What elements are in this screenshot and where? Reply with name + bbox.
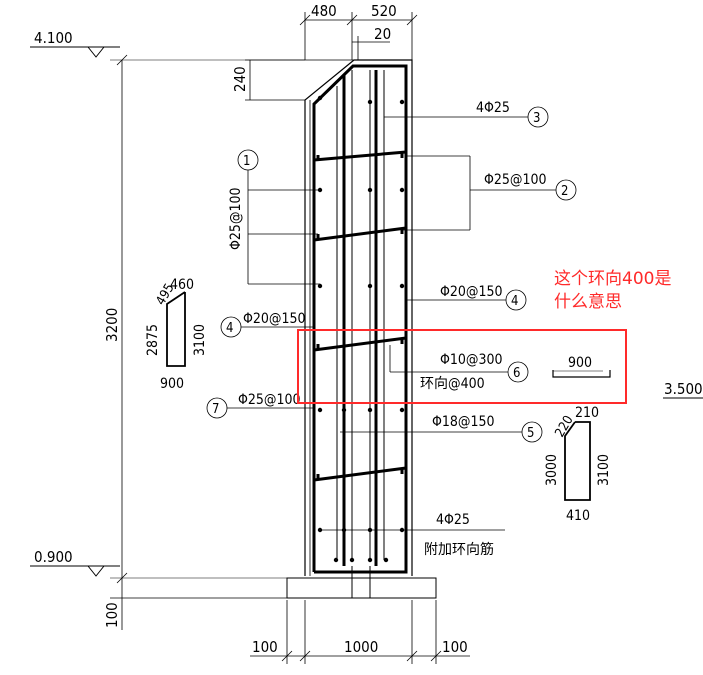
marker-5: 5: [527, 426, 534, 441]
vertical-rebars-thin: [336, 70, 385, 560]
label-horiz-right: Φ25@100: [484, 172, 547, 188]
dim-height-3200: 3200: [103, 308, 121, 342]
label-stirrup-right: Φ20@150: [440, 284, 503, 300]
label-addl-ring: 附加环向筋: [424, 541, 494, 558]
shape-left-bottom: 900: [160, 376, 184, 392]
elevation-bottom: 0.900: [34, 548, 73, 566]
wall-outline: [304, 59, 413, 576]
dim-chamfer-240: 240: [231, 66, 249, 92]
bottom-dimension-lines: [250, 600, 470, 664]
annotation-line-2: 什么意思: [554, 292, 622, 312]
label-vert-bars: Φ25@100: [228, 187, 244, 250]
shape-right-top: 210: [575, 405, 599, 421]
elevation-top-marker: [30, 46, 305, 61]
shape-left-h2: 3100: [192, 324, 208, 356]
hook-shape: [552, 370, 611, 378]
shape-right-chamfer: 220: [552, 413, 576, 440]
marker-2: 2: [561, 184, 568, 199]
base-dimension: [110, 578, 287, 630]
highlight-box: [297, 329, 627, 404]
callout-2: [402, 155, 577, 231]
shape-right-h1: 3000: [544, 454, 560, 486]
elevation-top: 4.100: [34, 29, 73, 47]
callout-3: [384, 106, 549, 128]
marker-1: 1: [243, 154, 250, 169]
top-dimension-lines: [299, 12, 418, 60]
label-top-bars: 4Φ25: [476, 100, 510, 116]
shape-right-bottom: 410: [566, 508, 590, 524]
dim-top-20: 20: [374, 25, 391, 43]
annotation-line-1: 这个环向400是: [554, 269, 671, 289]
dim-top-480: 480: [311, 2, 337, 20]
label-addl-bars: 4Φ25: [436, 512, 470, 528]
marker-4-right: 4: [511, 294, 518, 309]
bar-shape-left: [166, 291, 186, 367]
foundation-block: [286, 577, 437, 599]
marker-7: 7: [212, 402, 219, 417]
label-bar5: Φ18@150: [432, 414, 495, 430]
dim-top-520: 520: [371, 2, 397, 20]
label-stirrup-left: Φ20@150: [243, 311, 306, 327]
shape-right-h2: 3100: [596, 454, 612, 486]
shape-left-top: 460: [170, 277, 194, 293]
inclined-stirrups: [313, 150, 407, 482]
marker-4-left: 4: [226, 321, 233, 336]
marker-3: 3: [533, 111, 540, 126]
elevation-right: 3.500: [664, 380, 703, 398]
dim-bottom-right: 100: [442, 638, 468, 656]
callout-5: [340, 421, 543, 443]
rebar-dots: [317, 95, 405, 563]
label-ring-spacing: 环向@400: [420, 376, 485, 392]
dim-bottom-mid: 1000: [344, 638, 378, 656]
callout-4-right: [406, 289, 527, 311]
shape-left-h1: 2875: [145, 324, 161, 356]
vertical-rebars: [312, 64, 408, 574]
callout-7: [206, 397, 314, 419]
marker-6: 6: [513, 366, 520, 381]
callout-1: [237, 149, 320, 285]
bar-shape-right: [564, 421, 591, 501]
callout-4-left: [220, 316, 314, 338]
callout-6: [389, 345, 529, 383]
label-ring-spec: Φ10@300: [440, 352, 503, 368]
dim-base-100: 100: [103, 602, 121, 628]
elevation-bottom-marker: [30, 565, 287, 579]
label-left-7: Φ25@100: [238, 392, 301, 408]
dim-bottom-left: 100: [252, 638, 278, 656]
hook-dim: 900: [568, 355, 592, 371]
